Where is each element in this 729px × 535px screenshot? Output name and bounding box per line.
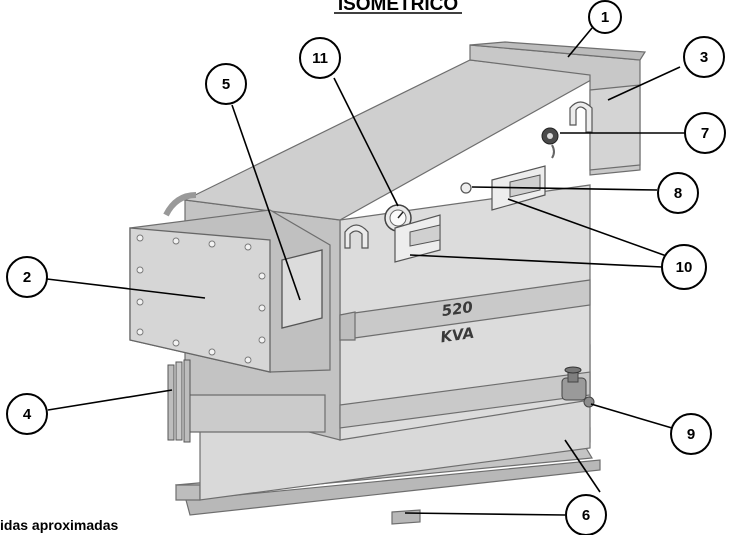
callout-10: 10 <box>661 244 707 290</box>
leader-lines <box>46 27 685 516</box>
callout-8-label: 8 <box>674 185 682 202</box>
rating-unit: KVA <box>439 324 475 347</box>
leader-8 <box>471 186 658 191</box>
lower-band <box>339 371 591 429</box>
callout-7: 7 <box>684 112 726 154</box>
callout-6: 6 <box>565 494 607 535</box>
leader-10a <box>507 198 673 259</box>
leader-10b <box>409 254 663 268</box>
callout-5-label: 5 <box>222 76 230 93</box>
level-gauge <box>541 127 559 159</box>
leader-6b <box>564 439 601 493</box>
callout-11-label: 11 <box>312 50 328 67</box>
callout-9-label: 9 <box>687 426 695 443</box>
transformer-tank: 520 KVA <box>129 41 647 525</box>
leader-4 <box>47 389 173 411</box>
callout-2-label: 2 <box>23 269 31 286</box>
callout-9: 9 <box>670 413 712 455</box>
leader-1 <box>567 27 593 58</box>
rating-number: 520 <box>441 298 475 320</box>
leader-9 <box>590 403 673 429</box>
leader-3 <box>607 66 681 101</box>
base-rail-lower <box>185 459 601 516</box>
thermometer-dial <box>384 204 412 232</box>
drain-valve <box>561 366 595 408</box>
callout-7-label: 7 <box>701 125 709 142</box>
leader-11 <box>333 77 399 207</box>
rear-cover-plate <box>589 84 641 171</box>
leader-6a <box>404 512 566 516</box>
inspection-window <box>281 249 323 329</box>
leader-5 <box>231 104 301 301</box>
callout-10-label: 10 <box>676 259 693 276</box>
figure-title: ISOMETRICO <box>338 0 458 15</box>
callout-2: 2 <box>6 256 48 298</box>
callout-4: 4 <box>6 393 48 435</box>
callout-5: 5 <box>205 63 247 105</box>
callout-1: 1 <box>588 0 622 34</box>
callout-1-label: 1 <box>601 9 609 26</box>
footnote-text: idas aproximadas <box>0 517 118 533</box>
callout-3: 3 <box>683 36 725 78</box>
cover-bolts <box>136 234 266 364</box>
sampling-plug <box>460 182 472 194</box>
cooling-fins <box>167 359 191 443</box>
front-lifting-hook <box>344 224 369 249</box>
leader-2 <box>46 278 206 299</box>
callout-4-label: 4 <box>23 406 32 423</box>
rear-lifting-hook <box>569 101 593 133</box>
callout-11: 11 <box>299 37 341 79</box>
callout-6-label: 6 <box>582 507 590 524</box>
callout-8: 8 <box>657 172 699 214</box>
bolted-cover-plate <box>129 227 271 373</box>
callout-3-label: 3 <box>700 49 708 66</box>
left-band <box>187 394 326 433</box>
terminal-handle-lower <box>394 214 441 263</box>
